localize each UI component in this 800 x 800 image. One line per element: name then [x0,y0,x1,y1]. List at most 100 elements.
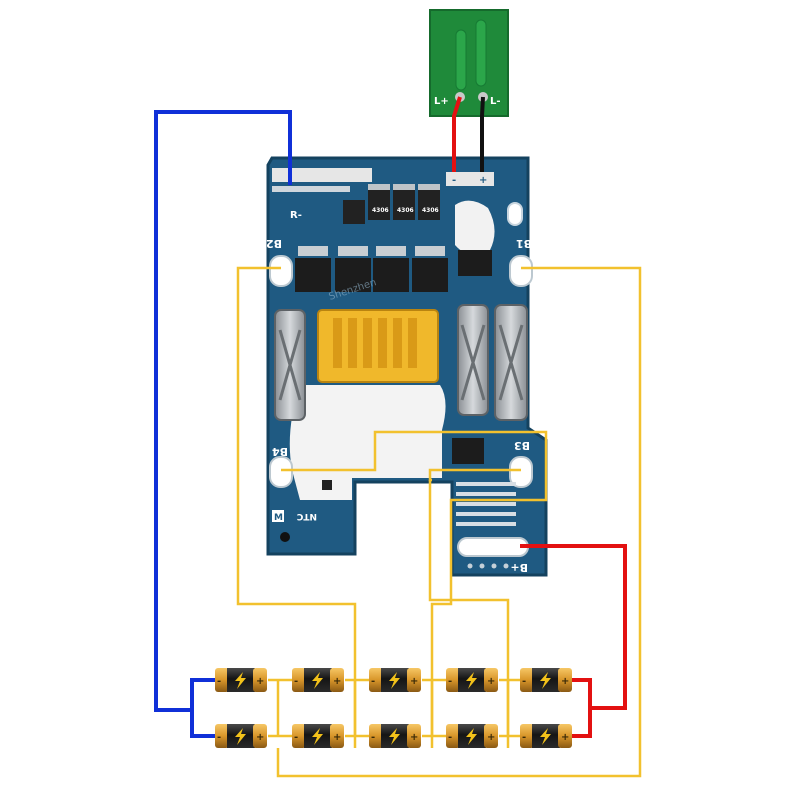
battery-cell: -+ [292,724,344,748]
power-mosfet-row [295,246,492,292]
battery-cell: -+ [369,724,421,748]
cell-plus-label: + [333,732,341,743]
yellow-connector [317,309,439,383]
bolt-icon [389,728,400,745]
bolt-icon [389,672,400,689]
cell-minus-label: - [371,676,375,687]
cell-cap-left [292,724,306,748]
cell-plus-label: + [410,732,418,743]
ic-chip [452,438,484,464]
silk-bar-2 [272,186,350,192]
pad-b3 [509,456,533,488]
cell-cap-left [369,724,383,748]
battery-cell: -+ [369,668,421,692]
wire-b4 [281,430,548,748]
m-mark-box [272,510,284,522]
battery-cell: -+ [215,668,267,692]
cell-plus-label: + [256,676,264,687]
cell-cap-left [520,668,534,692]
sensor-wire-red [452,96,462,175]
label-b-plus: B+ [510,561,528,574]
label-b4: B4 [272,445,288,458]
bolt-icon [540,728,551,745]
sensor-board: L+ L- [429,9,509,117]
cell-plus-label: + [487,676,495,687]
wire-b1 [276,266,642,778]
sensor-pad-block [446,172,494,186]
cell-cap-left [292,668,306,692]
battery-cell: -+ [446,668,498,692]
mosfet-code-2: 4306 [397,207,414,214]
label-b3: B3 [514,439,530,452]
middle-terminal [457,304,489,416]
bolt-icon [466,728,477,745]
sensor-pad-minus: - [452,175,456,186]
cell-minus-label: - [294,732,298,743]
bolt-icon [235,728,246,745]
left-terminal [274,309,306,421]
cell-cap-right [484,668,498,692]
label-b2: B2 [266,237,282,250]
label-b1: B1 [516,237,532,250]
cell-cap-right [558,724,572,748]
label-ntc: NTC [296,511,317,521]
wire-b3-drop [428,480,510,748]
cell-cap-left [215,668,229,692]
pad-b2 [269,255,293,287]
sensor-l-plus: L+ [434,96,449,107]
wire-b2 [236,266,357,748]
cell-cap-right [558,668,572,692]
cell-cap-right [330,668,344,692]
mosfet-code-3: 4306 [422,207,439,214]
test-pad-grid [456,482,516,526]
cell-minus-label: - [217,732,221,743]
battery-cell: -+ [446,724,498,748]
label-m: M [274,513,283,523]
cell-cap-left [520,724,534,748]
cell-cap-right [330,724,344,748]
cell-plus-label: + [561,676,569,687]
bolt-icon [540,672,551,689]
cell-series-links [268,678,520,738]
cell-plus-label: + [333,676,341,687]
cell-minus-label: - [217,676,221,687]
r-minus-label: R- [290,210,302,221]
board-led [280,532,290,542]
cell-minus-label: - [448,676,452,687]
battery-cell: -+ [520,724,572,748]
cell-cap-right [253,724,267,748]
pad-b1 [509,255,533,287]
battery-cell: -+ [520,668,572,692]
small-transistor [322,480,332,490]
cell-cap-right [253,668,267,692]
cell-cap-right [407,724,421,748]
bottom-holes [467,563,509,569]
sensor-l-minus: L- [490,96,501,107]
wire-b-plus-links [568,678,592,738]
bolt-icon [312,672,323,689]
cell-plus-label: + [410,676,418,687]
cell-plus-label: + [561,732,569,743]
pad-b-plus [457,537,529,557]
sensor-wire-black [480,96,485,175]
cell-minus-label: - [371,732,375,743]
mounting-hole [507,202,523,226]
cell-minus-label: - [522,732,526,743]
battery-cells: -+-+-+-+-+-+-+-+-+-+ [215,668,572,748]
cell-minus-label: - [448,732,452,743]
cell-plus-label: + [487,732,495,743]
cell-cap-right [407,668,421,692]
cell-plus-label: + [256,732,264,743]
cell-cap-right [484,724,498,748]
sensor-pad-plus: + [479,175,487,186]
bolt-icon [312,728,323,745]
mosfet-code-1: 4306 [372,207,389,214]
wire-b-plus [520,544,627,710]
wire-b-minus-row2 [190,710,215,738]
bolt-icon [466,672,477,689]
cell-cap-left [369,668,383,692]
wire-b-minus [154,110,292,712]
pad-b4 [269,456,293,488]
potting-top [455,200,495,255]
